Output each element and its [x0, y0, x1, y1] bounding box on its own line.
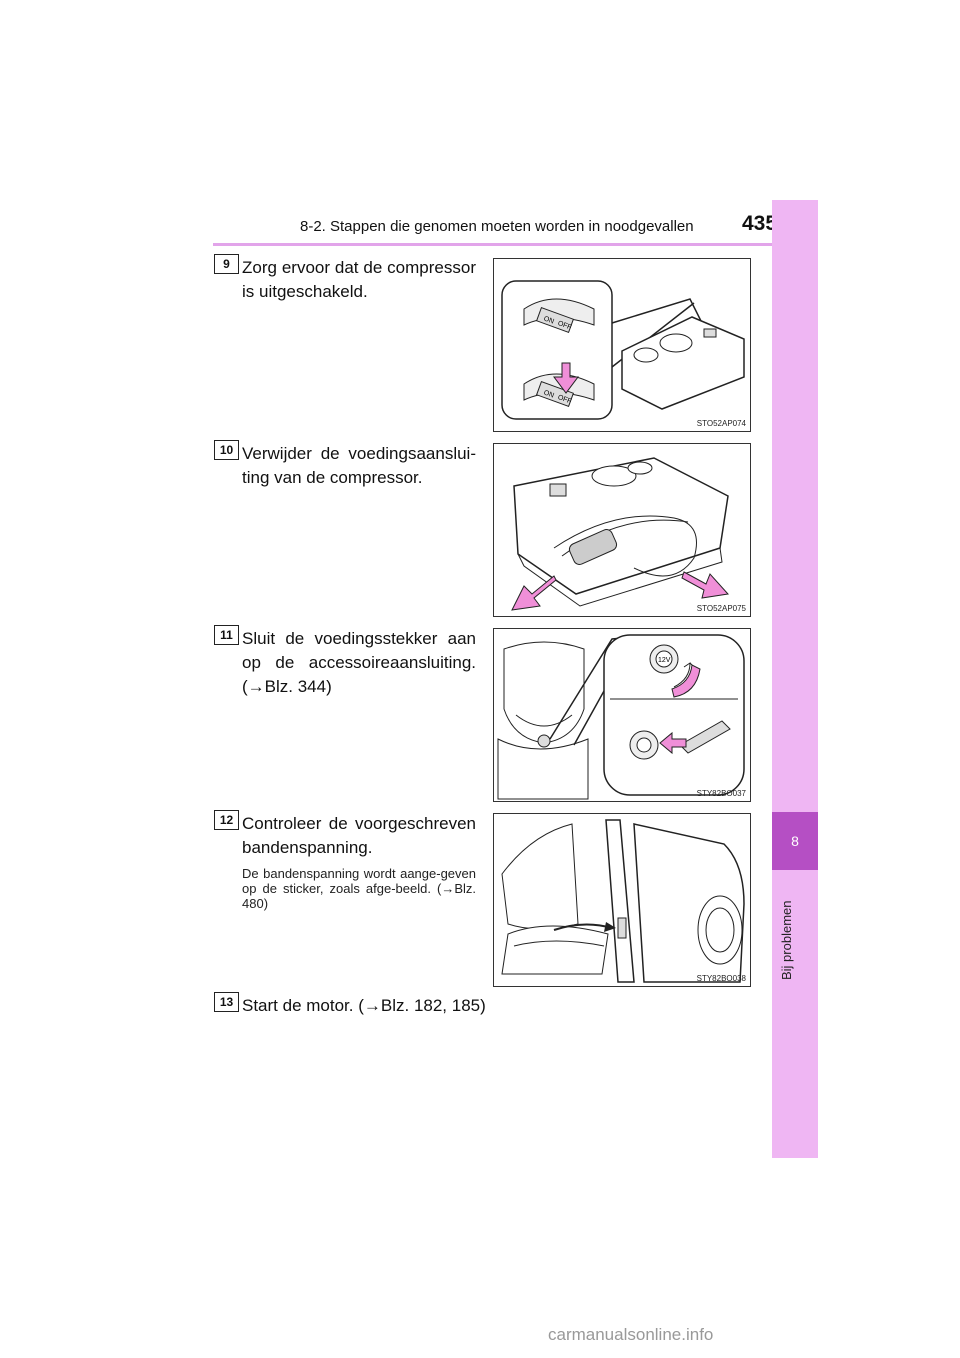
chapter-label: Bij problemen [779, 900, 794, 981]
figure-compressor-power-plug: STO52AP075 [493, 443, 751, 617]
step-number-11: 11 [214, 625, 239, 645]
figure-accessory-socket: 12V STY82BO037 [493, 628, 751, 802]
compressor-switch-illustration: ON OFF ON OFF [501, 280, 745, 420]
watermark: carmanualsonline.info [548, 1325, 714, 1344]
chapter-sidebar [772, 200, 818, 1158]
chapter-number-tab[interactable]: 8 [772, 812, 818, 870]
accessory-socket-illustration: 12V [497, 634, 745, 800]
figure-code: STY82BO038 [696, 974, 746, 983]
section-title: 8-2. Stappen die genomen moeten worden i… [300, 218, 694, 235]
step-number-10: 10 [214, 440, 239, 460]
step-number-13: 13 [214, 992, 239, 1012]
door-pillar-illustration [501, 819, 745, 983]
step-number-12: 12 [214, 810, 239, 830]
svg-text:OFF: OFF [557, 394, 573, 405]
step-text-10: Verwijder de voedingsaanslui-ting van de… [242, 444, 476, 487]
svg-text:12V: 12V [658, 657, 671, 664]
figure-tire-pressure-sticker: STY82BO038 [493, 813, 751, 987]
svg-text:ON: ON [543, 315, 555, 325]
figure-code: STY82BO037 [696, 789, 746, 798]
figure-code: STO52AP075 [696, 604, 746, 613]
svg-text:OFF: OFF [557, 320, 573, 331]
header-rule [213, 243, 818, 246]
step-text-12: Controleer de voorgeschreven bandenspann… [242, 814, 476, 857]
svg-text:ON: ON [543, 389, 555, 399]
step-number-9: 9 [214, 254, 239, 274]
figure-compressor-switch: ON OFF ON OFF STO52AP074 [493, 258, 751, 432]
figure-code: STO52AP074 [696, 419, 746, 428]
step-text-13: Start de motor. (→Blz. 182, 185) [242, 996, 486, 1015]
page-number: 435 [742, 212, 778, 235]
step-text-11: Sluit de voedingsstekker aan op de acces… [242, 629, 476, 696]
step-text-9: Zorg ervoor dat de compressor is uitgesc… [242, 258, 476, 301]
step-note-12: De bandenspanning wordt aange-geven op d… [242, 866, 476, 911]
compressor-plug-illustration [511, 457, 729, 611]
